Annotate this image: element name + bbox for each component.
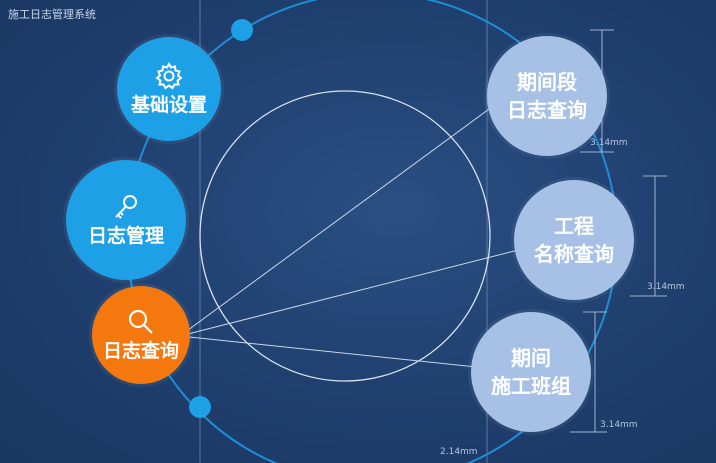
key-icon <box>115 195 137 219</box>
log-query-button[interactable]: 日志查询 <box>92 286 190 384</box>
app-title: 施工日志管理系统 <box>8 8 96 21</box>
gear-icon <box>155 61 183 90</box>
log-management-button[interactable]: 日志管理 <box>66 160 186 280</box>
dimension-label-right-mid: 3.14mm <box>647 282 685 292</box>
dimension-label-right-top: 3.14mm <box>590 138 628 148</box>
project-name-query-button[interactable]: 工程 名称查询 <box>514 180 634 300</box>
basic-settings-label: 基础设置 <box>130 94 207 116</box>
period-log-query-line-2: 日志查询 <box>507 98 587 122</box>
log-query-label: 日志查询 <box>102 340 179 362</box>
project-name-query-line-2: 名称查询 <box>534 242 614 266</box>
log-management-label: 日志管理 <box>87 225 164 247</box>
period-log-query-line-1: 期间段 <box>517 70 577 94</box>
period-log-query-button[interactable]: 期间段 日志查询 <box>487 36 607 156</box>
dimension-label-bottom: 2.14mm <box>440 447 478 457</box>
dimension-label-right-bottom: 3.14mm <box>600 420 638 430</box>
project-name-query-line-1: 工程 <box>554 214 594 238</box>
period-team-query-line-1: 期间 <box>511 346 551 370</box>
basic-settings-button[interactable]: 基础设置 <box>117 37 221 141</box>
period-team-query-line-2: 施工班组 <box>491 374 571 398</box>
search-icon <box>128 309 153 334</box>
period-team-query-button[interactable]: 期间 施工班组 <box>471 312 591 432</box>
